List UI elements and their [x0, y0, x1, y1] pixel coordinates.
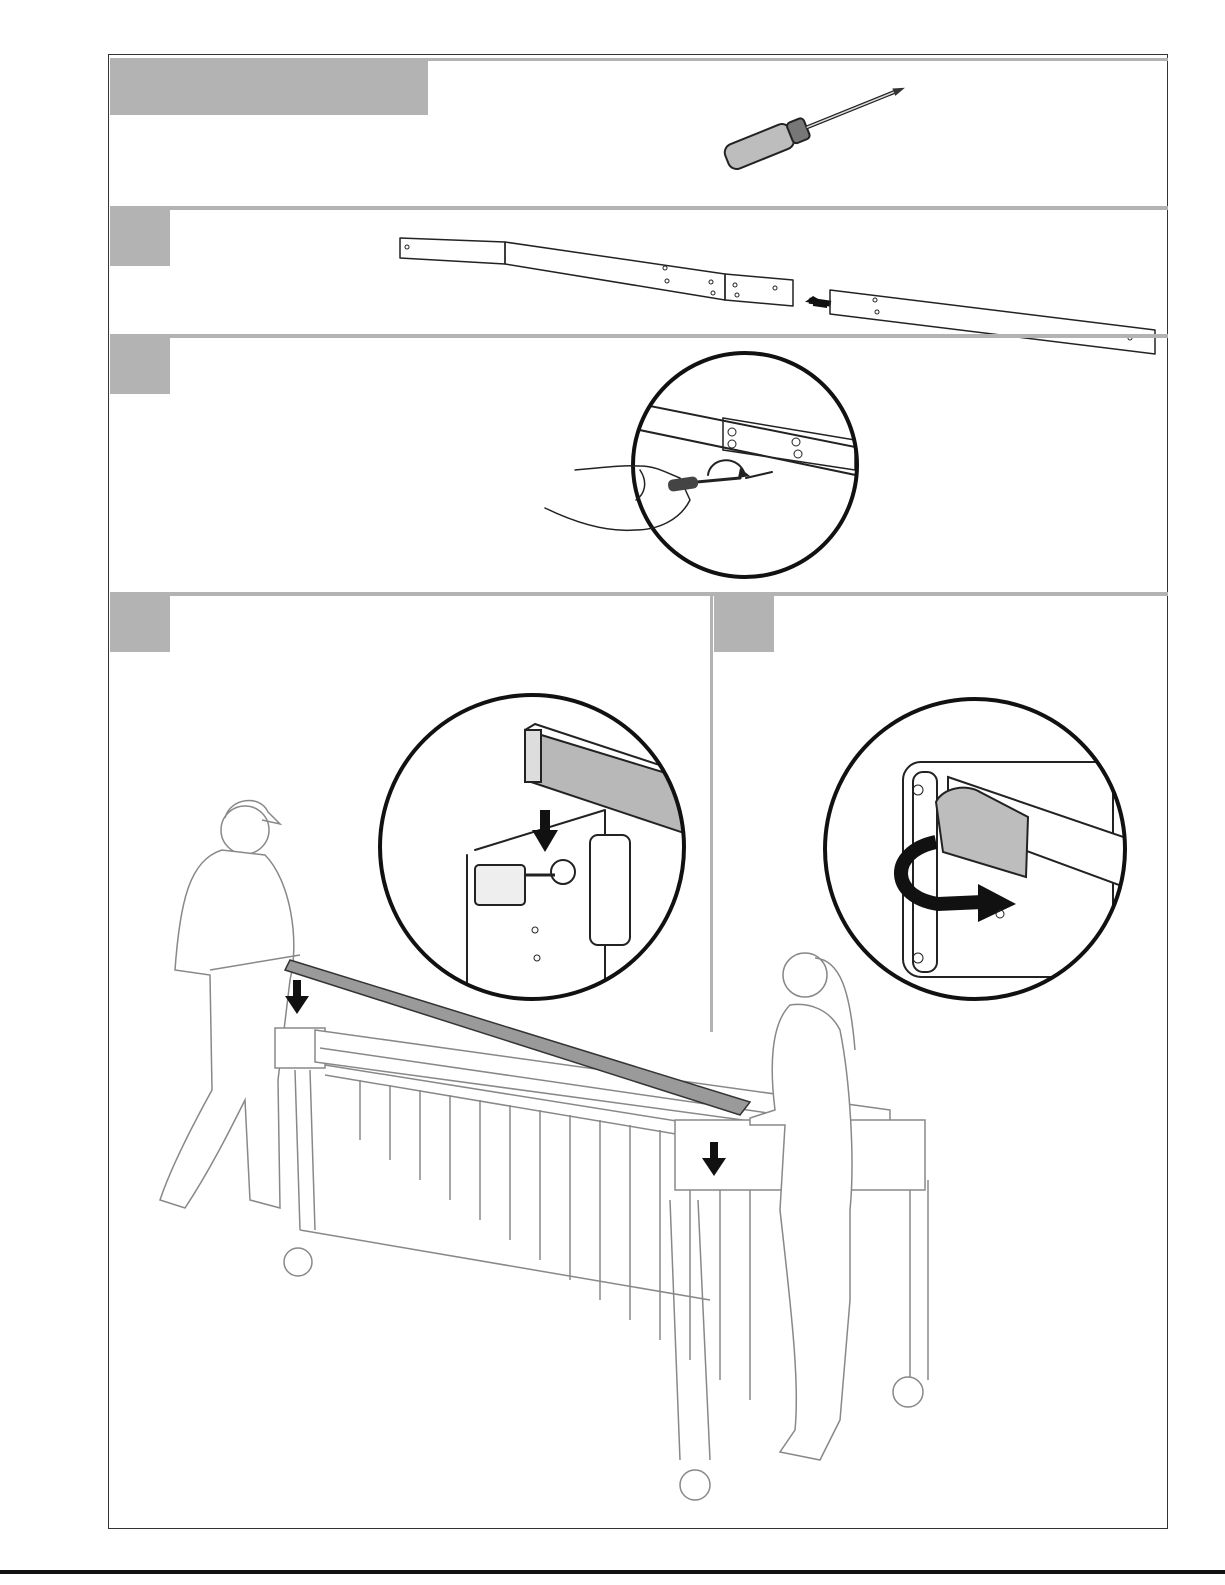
rail-assembly-icon [395, 230, 1165, 360]
step-2-tab [110, 338, 170, 394]
header-rule [428, 58, 1168, 61]
step-3-tab [110, 596, 170, 652]
header-tab [110, 58, 428, 115]
footer-line [0, 1570, 1225, 1574]
section-rule-3 [110, 592, 1168, 596]
person-left [160, 801, 300, 1208]
section-rule-1 [110, 206, 1168, 210]
section-rule-2 [110, 334, 1168, 338]
two-people-instrument-icon [150, 780, 950, 1520]
screw-detail-icon [540, 350, 870, 585]
step-4-tab [714, 596, 774, 652]
step-1-tab [110, 210, 170, 266]
screwdriver-icon [700, 75, 920, 175]
